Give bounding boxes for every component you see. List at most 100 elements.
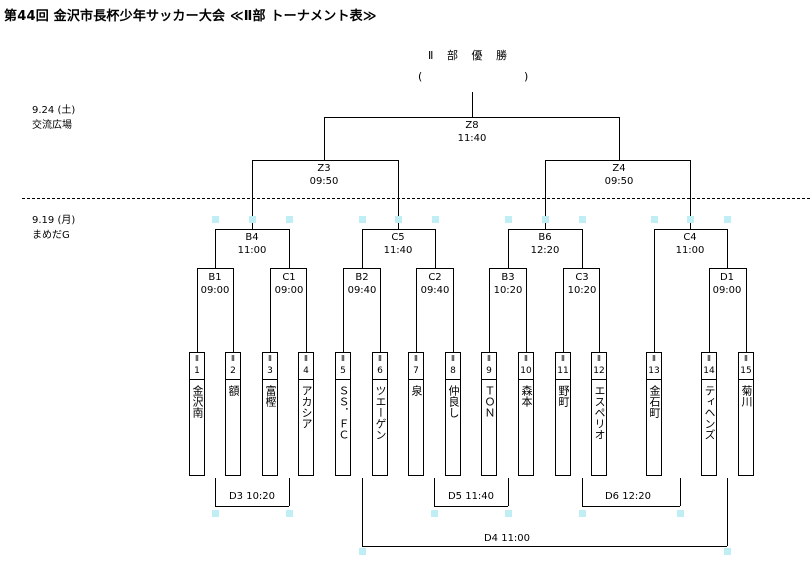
bracket-line	[489, 268, 526, 269]
team-box-divider	[409, 379, 423, 380]
team-division: Ⅱ	[652, 354, 656, 363]
bracket-line	[362, 229, 363, 268]
bracket-line	[526, 268, 527, 352]
bracket-line	[508, 478, 509, 506]
marker-dot	[212, 216, 219, 223]
team-seed: 2	[230, 366, 236, 376]
bracket-line	[270, 268, 271, 352]
team-seed: 1	[194, 366, 200, 376]
team-box-divider	[702, 379, 716, 380]
bracket-line	[215, 229, 216, 268]
bracket-line	[582, 478, 583, 506]
venue-place-early: まめだG	[32, 230, 70, 241]
bracket-line	[215, 506, 289, 507]
team-name: ティヘンズ	[703, 385, 716, 440]
team-box-divider	[482, 379, 496, 380]
team-name: 森本	[520, 385, 533, 407]
bracket-line	[690, 160, 691, 229]
team-name: エスペリオ	[593, 385, 606, 440]
marker-dot	[286, 510, 293, 517]
venue-divider	[22, 198, 810, 199]
bracket-line	[380, 268, 381, 352]
team-division: Ⅱ	[707, 354, 711, 363]
bracket-line	[654, 229, 727, 230]
bracket-line	[398, 160, 399, 229]
team-seed: 6	[377, 366, 383, 376]
bracket-line	[727, 229, 728, 268]
team-box-divider	[226, 379, 240, 380]
team-name: 仲良し	[447, 385, 460, 418]
team-division: Ⅱ	[487, 354, 491, 363]
bracket-line	[582, 506, 680, 507]
consolation-d5-label: D5 11:40	[447, 491, 495, 502]
team-box-divider	[519, 379, 533, 380]
team-division: Ⅱ	[451, 354, 455, 363]
bracket-line	[252, 160, 253, 229]
team-division: Ⅱ	[414, 354, 418, 363]
marker-dot	[505, 510, 512, 517]
bracket-line	[197, 268, 233, 269]
team-name: 野町	[557, 385, 570, 407]
team-box-divider	[373, 379, 387, 380]
bracket-line	[416, 268, 453, 269]
bracket-line	[435, 229, 436, 268]
bracket-line	[582, 229, 583, 268]
team-seed: 14	[703, 366, 715, 376]
consolation-d4-label: D4 11:00	[483, 533, 531, 544]
team-seed: 10	[520, 366, 532, 376]
venue-date-early: 9.19 (月)	[32, 215, 76, 226]
bracket-line	[563, 268, 599, 269]
bracket-line	[306, 268, 307, 352]
bracket-line	[472, 92, 473, 117]
marker-dot	[724, 216, 731, 223]
bracket-line	[619, 117, 620, 160]
champion-label: Ⅱ 部 優 勝	[428, 49, 512, 62]
marker-dot	[212, 510, 219, 517]
team-seed: 15	[740, 366, 752, 376]
bracket-line	[289, 229, 290, 268]
champion-paren-open: (	[418, 70, 423, 83]
marker-dot	[395, 216, 402, 223]
bracket-line	[362, 546, 727, 547]
bracket-line	[343, 268, 344, 352]
bracket-line	[508, 229, 582, 230]
team-seed: 5	[340, 366, 346, 376]
team-name: 額	[227, 385, 240, 396]
marker-dot	[724, 548, 731, 555]
bracket-line	[709, 268, 710, 352]
team-division: Ⅱ	[268, 354, 272, 363]
bracket-line	[197, 268, 198, 352]
team-name: 菊川	[740, 385, 753, 407]
bracket-line	[324, 117, 619, 118]
team-division: Ⅱ	[561, 354, 565, 363]
bracket-line	[654, 229, 655, 268]
bracket-line	[727, 478, 728, 546]
team-name: 金石町	[648, 385, 661, 418]
bracket-line	[343, 268, 380, 269]
bracket-line	[453, 268, 454, 352]
team-name: 富樫	[264, 385, 277, 407]
team-box-divider	[336, 379, 350, 380]
bracket-line	[680, 478, 681, 506]
bracket-line	[233, 268, 234, 352]
team-division: Ⅱ	[341, 354, 345, 363]
bracket-line	[416, 268, 417, 352]
team-box-divider	[556, 379, 570, 380]
bracket-line	[362, 478, 363, 546]
